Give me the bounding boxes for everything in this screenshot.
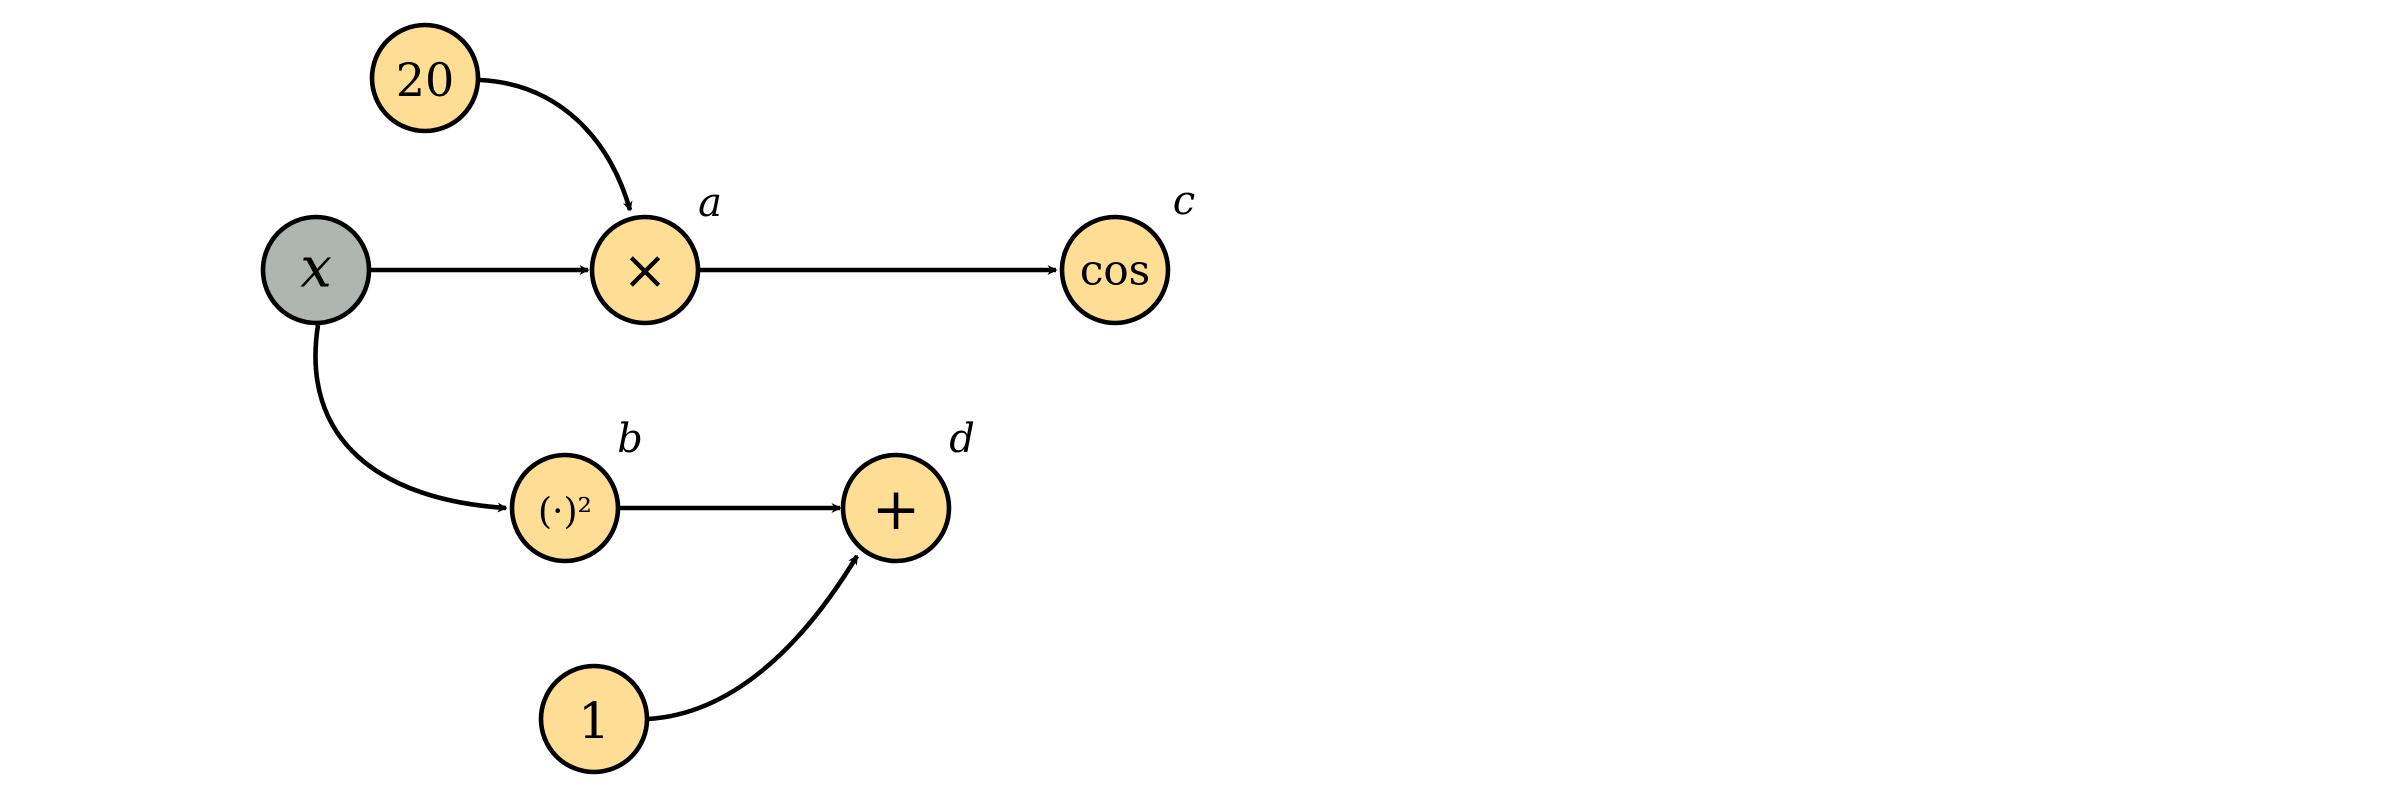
edge-1-to-add [647,554,859,722]
node-label-a: a [698,180,722,226]
node-constant-1-text: 1 [578,692,610,750]
multiply-symbol: × [622,239,667,302]
node-square: (·)² b [509,416,643,564]
node-label-d: d [949,416,975,462]
edge-20-to-multiply [479,77,633,212]
node-constant-20: 20 [369,22,481,134]
node-add: + d [840,416,975,564]
node-label-b: b [617,416,643,462]
node-input-x-text: x [300,236,332,301]
node-cos-text: cos [1080,246,1150,295]
plus-symbol: + [872,475,921,543]
node-label-c: c [1173,178,1195,224]
node-cos: cos c [1059,178,1195,326]
node-multiply: × a [589,180,722,326]
node-input-x: x [260,214,372,326]
node-square-text: (·)² [538,492,592,533]
node-constant-1: 1 [538,663,650,775]
node-constant-20-text: 20 [396,53,455,107]
edge-x-to-square [313,324,508,513]
